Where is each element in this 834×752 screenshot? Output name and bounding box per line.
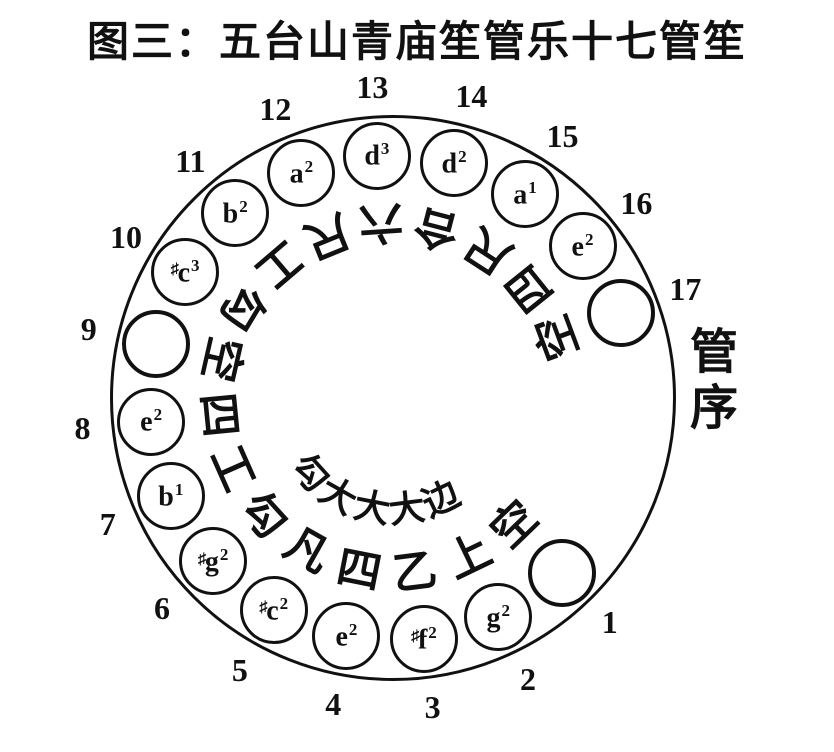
pipe-number-15: 15 [546, 118, 579, 155]
pipe-circle-15: a1 [490, 159, 559, 228]
pipe-number-10: 10 [109, 218, 142, 255]
pipe-note: ♯g2 [197, 545, 229, 578]
octave-number: 2 [219, 545, 229, 565]
octave-number: 2 [501, 600, 510, 620]
octave-number: 3 [380, 139, 390, 159]
gongche-char-9: 空 [193, 332, 251, 386]
pipe-number-7: 7 [99, 506, 116, 543]
gongche-char-4: 四 [333, 541, 386, 599]
sharp-sign: ♯ [197, 550, 206, 568]
pipe-circle-9-empty [122, 310, 191, 379]
pipe-circle-4: e2 [312, 602, 381, 671]
octave-number: 1 [174, 480, 184, 500]
octave-number: 2 [304, 156, 314, 176]
octave-number: 3 [191, 256, 200, 276]
octave-number: 2 [279, 593, 289, 613]
pipe-circle-3: ♯f2 [389, 605, 458, 674]
pipe-note: e2 [571, 229, 594, 263]
pipe-number-1: 1 [601, 604, 618, 641]
pipe-note: d2 [441, 146, 467, 179]
pipe-note: ♯c2 [259, 593, 289, 626]
pipe-circle-10: ♯c3 [151, 238, 220, 307]
sharp-sign: ♯ [170, 261, 179, 279]
pipe-note: ♯c3 [170, 256, 200, 289]
pipe-number-4: 4 [325, 686, 342, 723]
pipe-circle-6: ♯g2 [179, 527, 248, 596]
pipe-note: e2 [140, 405, 163, 438]
pipe-note: b2 [222, 197, 248, 230]
pipe-note: d3 [364, 139, 390, 172]
pipe-number-13: 13 [356, 68, 389, 105]
octave-number: 2 [584, 229, 594, 249]
octave-number: 2 [348, 620, 358, 640]
gongche-char-8: 四 [191, 390, 245, 440]
pipe-circle-7: b1 [136, 462, 205, 531]
pipe-number-14: 14 [455, 78, 488, 114]
octave-number: 1 [528, 177, 537, 197]
pipe-circle-16: e2 [548, 211, 617, 280]
inner-char-pipe-3: 大 [386, 486, 428, 532]
figure-title: 图三：五台山青庙笙管乐十七管笙 [86, 20, 747, 66]
gongche-char-3: 乙 [390, 544, 441, 600]
pipe-circle-1-empty [527, 538, 596, 607]
pipe-circle-2: g2 [464, 583, 533, 652]
octave-number: 2 [428, 622, 437, 642]
pipe-number-17: 17 [669, 271, 702, 308]
octave-number: 2 [239, 197, 248, 217]
pipe-circle-8: e2 [117, 387, 186, 456]
pipe-number-16: 16 [620, 184, 653, 221]
pipe-circle-14: d2 [420, 128, 489, 197]
pipe-number-8: 8 [74, 410, 91, 447]
pipe-number-6: 6 [154, 589, 171, 626]
pipe-number-5: 5 [231, 651, 248, 688]
pipe-number-11: 11 [175, 142, 206, 179]
pipe-circle-17-empty [586, 279, 655, 348]
pipe-circle-5: ♯c2 [239, 575, 308, 644]
pipe-number-2: 2 [520, 661, 537, 698]
pipe-circle-11: b2 [201, 179, 270, 248]
pipe-circle-12: a2 [267, 138, 336, 207]
pipe-circle-13: d3 [342, 121, 411, 190]
sharp-sign: ♯ [259, 598, 268, 616]
pipe-note: a2 [289, 156, 314, 190]
gongche-char-13: 六 [357, 196, 405, 249]
pipe-note: a1 [513, 177, 537, 211]
pipe-number-12: 12 [259, 91, 292, 128]
pipe-number-3: 3 [424, 689, 441, 726]
octave-number: 2 [458, 146, 467, 166]
pipe-note: b1 [158, 480, 184, 513]
octave-number: 2 [153, 405, 163, 425]
pipe-order-label: 管序 [682, 326, 735, 438]
pipe-note: ♯f2 [410, 622, 437, 656]
sharp-sign: ♯ [410, 628, 419, 646]
pipe-note: e2 [335, 620, 358, 653]
pipe-number-9: 9 [80, 310, 97, 347]
pipe-note: g2 [486, 600, 510, 634]
